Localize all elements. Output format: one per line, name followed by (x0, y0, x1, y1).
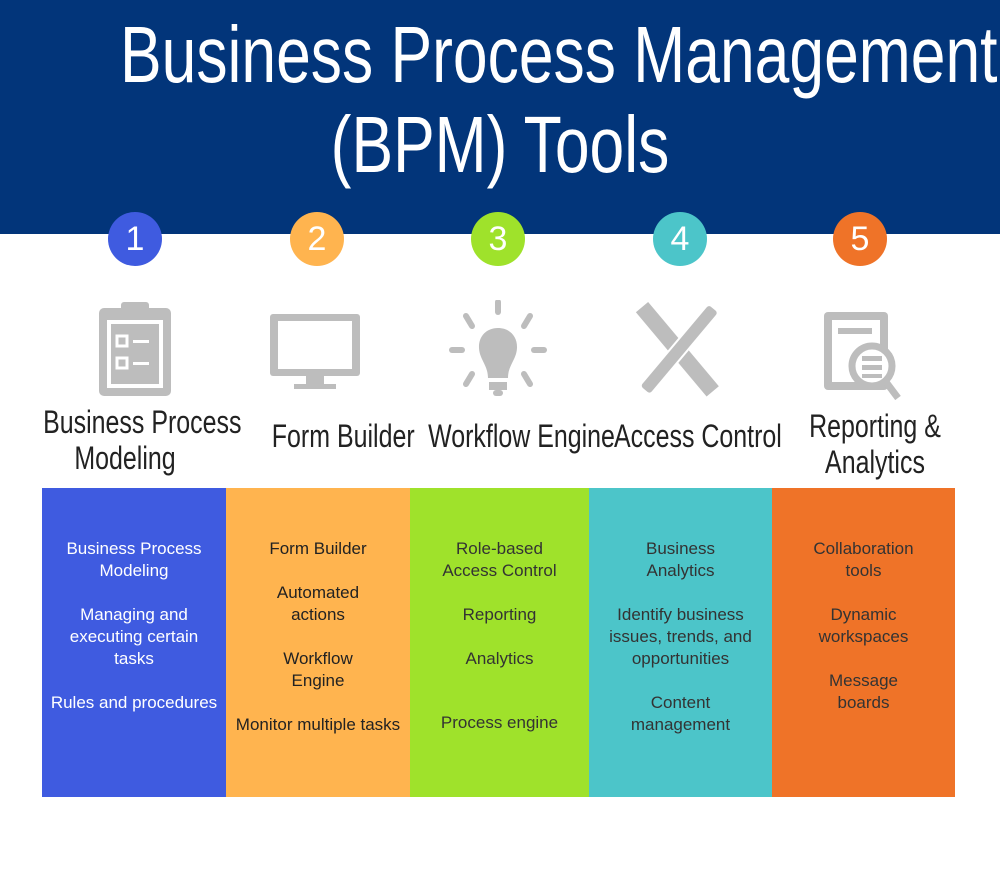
title-banner: Business Process Management (BPM) Tools (0, 0, 1000, 234)
list-item: Managing and executing certain tasks (69, 605, 199, 668)
badge-5: 5 (833, 212, 887, 266)
list-item: Dynamic workspaces (818, 605, 909, 646)
title-line-2: (BPM) Tools (330, 100, 670, 189)
heading-reporting-analytics: Reporting &Analytics (801, 408, 949, 480)
list-item: Role-based Access Control (442, 539, 557, 580)
list-item: Workflow Engine (283, 649, 353, 690)
heading-access-control: Access Control (614, 418, 782, 454)
list-item: Collaboration tools (813, 539, 914, 580)
monitor-icon (270, 314, 360, 389)
list-item: Message boards (829, 671, 898, 712)
list-item: Process engine (440, 713, 559, 732)
list-item: Automated actions (276, 583, 360, 624)
title-line-1: Business Process Management (120, 10, 998, 99)
list-item: Business Process Modeling (66, 539, 202, 580)
report-magnifier-icon (824, 312, 901, 400)
list-item: Form Builder (269, 539, 367, 558)
heading-line: Analytics (825, 444, 925, 480)
badge-1: 1 (108, 212, 162, 266)
list-item: Business Analytics (646, 539, 715, 580)
heading-line: Business Process (43, 404, 242, 440)
list-item: Reporting (462, 605, 537, 624)
badge-4: 4 (653, 212, 707, 266)
badge-2: 2 (290, 212, 344, 266)
list-item: Rules and procedures (50, 693, 218, 712)
heading-workflow-engine: Workflow Engine (428, 418, 615, 454)
heading-line: Reporting & (809, 408, 941, 444)
heading-form-builder: Form Builder (271, 418, 415, 454)
clipboard-checklist-icon (99, 302, 171, 396)
badge-3: 3 (471, 212, 525, 266)
list-item: Content management (630, 693, 731, 734)
list-item: Identify business issues, trends, and op… (609, 605, 752, 668)
heading-line: Modeling (74, 440, 176, 476)
list-item: Monitor multiple tasks (235, 715, 401, 734)
lightbulb-icon (449, 300, 547, 396)
ruler-pencil-icon (635, 301, 719, 397)
list-item: Analytics (465, 649, 534, 668)
